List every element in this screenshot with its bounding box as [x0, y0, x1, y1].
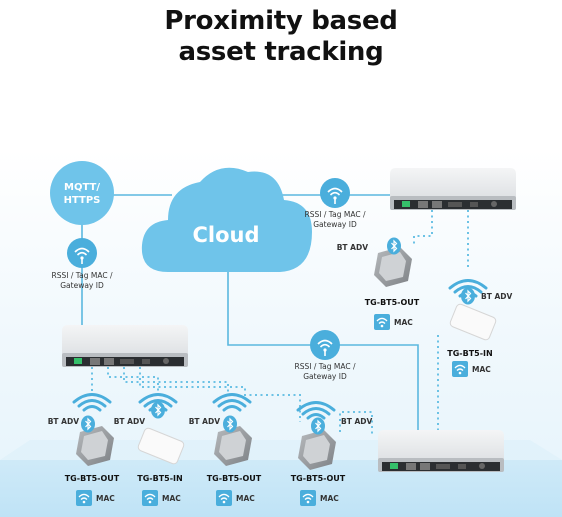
gateway-left	[62, 325, 188, 367]
tag-bottom-3-out-adv: BT ADV	[189, 417, 220, 426]
tag-bottom-1-out-mac: MAC	[96, 494, 115, 503]
tag-bottom-1-out-name: TG-BT5-OUT	[65, 474, 120, 483]
gateway-bottom-right	[378, 430, 504, 472]
rssi-top-line2: Gateway ID	[313, 220, 357, 229]
tag-top-right-out: BT ADV TG-BT5-OUT MAC	[337, 236, 420, 331]
protocol-label-line1: MQTT/	[64, 182, 100, 193]
tag-top-right-out-adv: BT ADV	[337, 243, 368, 252]
room-floor	[0, 460, 562, 517]
rssi-left-line2: Gateway ID	[60, 281, 104, 290]
tag-bottom-1-out-adv: BT ADV	[48, 417, 79, 426]
tag-bottom-3-out-name: TG-BT5-OUT	[207, 474, 262, 483]
tag-bottom-3-out-mac: MAC	[236, 494, 255, 503]
tag-top-right-out-mac: MAC	[394, 318, 413, 327]
tag-top-right-in-mac: MAC	[472, 365, 491, 374]
tag-bottom-4-out-name: TG-BT5-OUT	[291, 474, 346, 483]
tag-top-right-out-name: TG-BT5-OUT	[365, 298, 420, 307]
tag-bottom-2-in: BT ADV TG-BT5-IN MAC	[114, 393, 186, 507]
tag-bottom-2-in-name: TG-BT5-IN	[137, 474, 182, 483]
tag-top-right-in-name: TG-BT5-IN	[447, 349, 492, 358]
tag-bottom-4-out-mac: MAC	[320, 494, 339, 503]
rssi-middle: RSSI / Tag MAC / Gateway ID	[295, 329, 356, 381]
tag-top-right-in-adv: BT ADV	[481, 292, 512, 301]
tag-bottom-2-in-mac: MAC	[162, 494, 181, 503]
tag-top-right-in: BT ADV TG-BT5-IN MAC	[447, 279, 512, 378]
cloud-shape: Cloud	[141, 167, 312, 272]
tag-bottom-4-out-adv: BT ADV	[341, 417, 372, 426]
title-line-2: asset tracking	[178, 37, 384, 67]
gateway-top-right	[390, 168, 516, 210]
tag-bottom-4-out: BT ADV TG-BT5-OUT MAC	[291, 401, 372, 507]
title-line-1: Proximity based	[164, 6, 398, 36]
protocol-badge: MQTT/ HTTPS	[50, 161, 114, 225]
rssi-middle-line1: RSSI / Tag MAC /	[295, 362, 356, 371]
tag-bottom-1-out: BT ADV TG-BT5-OUT MAC	[48, 393, 120, 507]
page-title: Proximity based asset tracking	[0, 6, 562, 68]
tag-bottom-2-in-adv: BT ADV	[114, 417, 145, 426]
bt-links	[91, 210, 469, 436]
rssi-middle-line2: Gateway ID	[303, 372, 347, 381]
tag-bottom-3-out: BT ADV TG-BT5-OUT MAC	[189, 393, 262, 507]
protocol-label-line2: HTTPS	[64, 195, 101, 206]
rssi-left-line1: RSSI / Tag MAC /	[52, 271, 113, 280]
rssi-top-line1: RSSI / Tag MAC /	[305, 210, 366, 219]
rssi-left: RSSI / Tag MAC / Gateway ID	[52, 237, 113, 290]
rssi-top: RSSI / Tag MAC / Gateway ID	[305, 177, 366, 229]
cloud-label: Cloud	[192, 223, 259, 247]
